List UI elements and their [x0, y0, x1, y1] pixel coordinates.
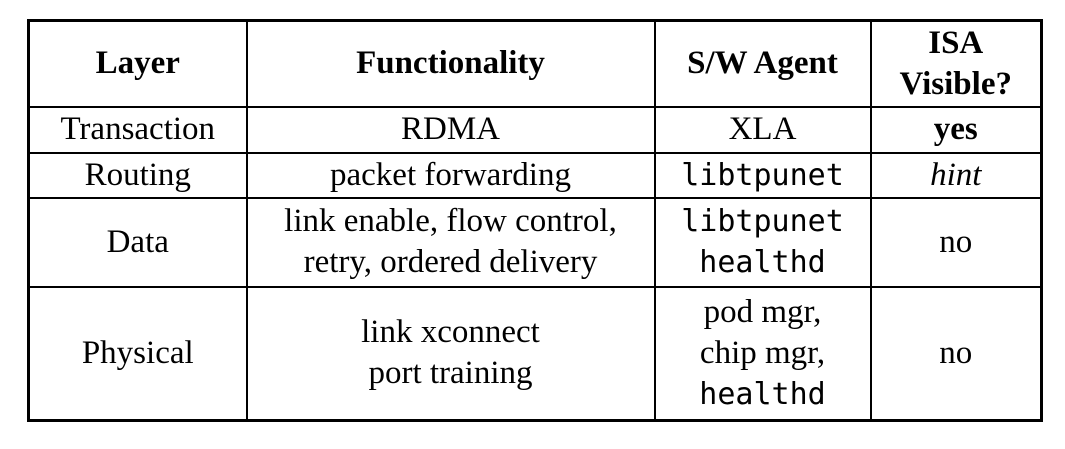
header-cell-isa-visible: ISA Visible?: [869, 19, 1043, 108]
cell-isa-transaction: yes: [869, 105, 1043, 154]
cell-isa-physical: no: [869, 285, 1043, 422]
cell-layer-routing: Routing: [27, 151, 248, 199]
header-label-layer: Layer: [95, 45, 180, 82]
agent-line: chip mgr,: [699, 334, 826, 371]
isa-value: no: [939, 223, 973, 260]
network-layers-table: Layer Functionality S/W Agent ISA Visibl…: [27, 19, 1043, 422]
cell-isa-data: no: [869, 196, 1043, 288]
table-row-physical: Physical link xconnect port training pod…: [27, 285, 1043, 422]
header-label-agent: S/W Agent: [687, 45, 838, 82]
cell-functionality-data: link enable, flow control, retry, ordere…: [245, 196, 656, 288]
cell-agent-routing: libtpunet: [653, 151, 872, 199]
isa-value: no: [939, 334, 973, 371]
layer-label: Data: [106, 223, 169, 260]
cell-layer-data: Data: [27, 196, 248, 288]
cell-layer-physical: Physical: [27, 285, 248, 422]
layer-label: Transaction: [60, 111, 216, 147]
agent-line-mono: healthd: [699, 376, 826, 412]
isa-value: yes: [933, 111, 978, 147]
agent-line: XLA: [728, 111, 797, 147]
header-label-isa-line2: Visible?: [899, 65, 1012, 102]
cell-functionality-routing: packet forwarding: [245, 151, 656, 199]
cell-functionality-transaction: RDMA: [245, 105, 656, 154]
table-header-row: Layer Functionality S/W Agent ISA Visibl…: [27, 19, 1043, 108]
header-cell-functionality: Functionality: [245, 19, 656, 108]
functionality-line: retry, ordered delivery: [303, 244, 598, 280]
layer-label: Physical: [81, 334, 194, 371]
table-row-data: Data link enable, flow control, retry, o…: [27, 196, 1043, 288]
header-label-functionality: Functionality: [356, 45, 545, 82]
agent-line: pod mgr,: [703, 293, 822, 330]
cell-functionality-physical: link xconnect port training: [245, 285, 656, 422]
table-row-transaction: Transaction RDMA XLA yes: [27, 105, 1043, 154]
cell-agent-data: libtpunet healthd: [653, 196, 872, 288]
functionality-line: link enable, flow control,: [284, 203, 617, 239]
header-label-isa-line1: ISA: [928, 24, 984, 61]
header-cell-layer: Layer: [27, 19, 248, 108]
agent-line-mono: healthd: [699, 245, 826, 280]
isa-value: hint: [930, 156, 982, 193]
table-row-routing: Routing packet forwarding libtpunet hint: [27, 151, 1043, 199]
functionality-line: port training: [368, 355, 533, 392]
layer-label: Routing: [84, 156, 191, 193]
header-cell-agent: S/W Agent: [653, 19, 872, 108]
cell-agent-physical: pod mgr, chip mgr, healthd: [653, 285, 872, 422]
cell-layer-transaction: Transaction: [27, 105, 248, 154]
functionality-line: link xconnect: [361, 314, 540, 351]
cell-isa-routing: hint: [869, 151, 1043, 199]
agent-line-mono: libtpunet: [681, 204, 844, 239]
agent-line-mono: libtpunet: [681, 157, 844, 193]
cell-agent-transaction: XLA: [653, 105, 872, 154]
functionality-line: packet forwarding: [330, 156, 571, 193]
functionality-line: RDMA: [400, 111, 501, 147]
